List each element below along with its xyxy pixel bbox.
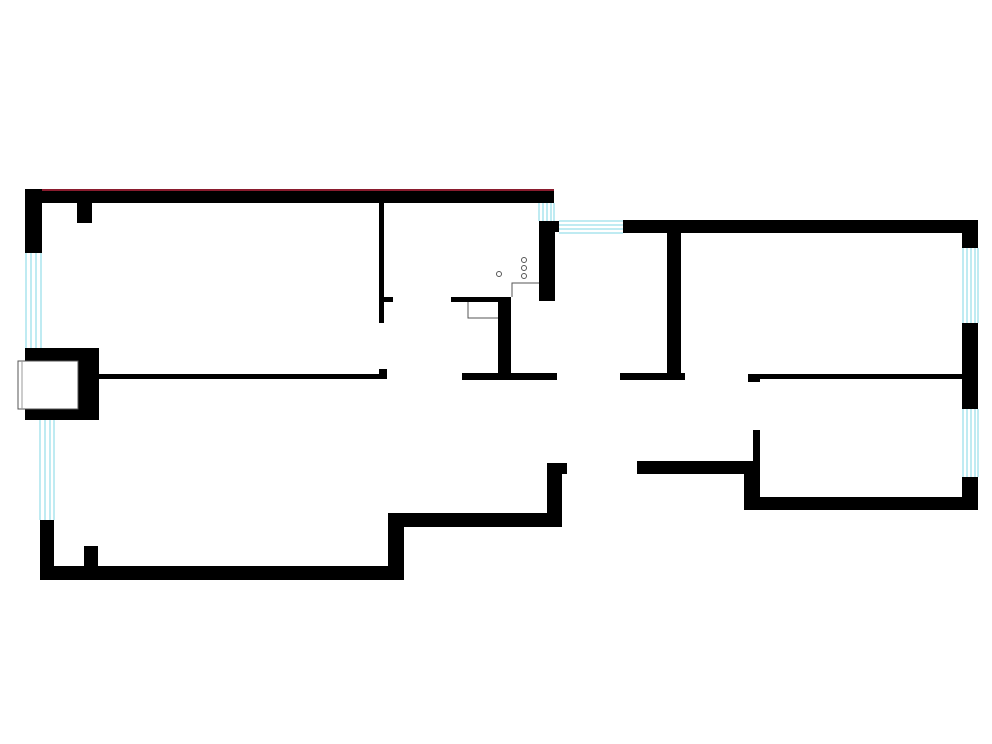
wall-east-middle xyxy=(962,323,978,409)
wall-partition-east-cap xyxy=(748,374,760,382)
wall-partition-west-stub xyxy=(379,297,393,302)
wall-partition-west-end xyxy=(379,369,387,379)
wall-west-lower xyxy=(40,520,54,580)
wall-west-upper xyxy=(25,189,42,253)
east-window-upper xyxy=(962,248,979,323)
corridor-window xyxy=(559,220,623,234)
wall-kitchen-counter xyxy=(451,297,511,302)
wall-top-west-edge xyxy=(25,189,554,191)
wall-kitchen-column xyxy=(498,297,511,377)
wall-east-inner-post xyxy=(753,430,760,474)
wall-partition-east xyxy=(748,374,964,379)
wall-bottom-mid-post xyxy=(547,463,562,527)
sink-icon xyxy=(467,302,498,319)
wall-west-nub xyxy=(77,203,92,223)
wall-east-upper xyxy=(962,220,978,248)
wall-top-west xyxy=(25,189,554,203)
wall-kitchen-east xyxy=(539,221,555,301)
wall-east-step-top xyxy=(637,461,760,474)
wall-corridor-east-base xyxy=(620,373,685,380)
burner-1 xyxy=(496,271,502,277)
wall-partition-west-horizontal xyxy=(99,374,386,379)
wall-top-east xyxy=(623,220,978,233)
wall-bottom-step xyxy=(388,513,404,580)
burner-2 xyxy=(521,257,527,263)
stove-icon xyxy=(496,257,539,297)
wall-kitchen-east-top xyxy=(539,221,559,232)
wall-bottom-west xyxy=(40,566,404,580)
counter-outline xyxy=(511,282,539,297)
wall-bottom-mid xyxy=(388,513,562,527)
wall-kitchen-base xyxy=(462,373,557,380)
burner-4 xyxy=(521,273,527,279)
wall-partition-west-vertical xyxy=(379,203,384,323)
west-window-lower xyxy=(39,420,55,520)
west-window-upper xyxy=(25,253,42,348)
wall-bottom-east xyxy=(744,497,978,510)
balcony-icon xyxy=(17,360,79,410)
wall-bottom-nub xyxy=(84,546,98,566)
east-window-lower xyxy=(962,409,979,477)
burner-3 xyxy=(521,265,527,271)
walls xyxy=(25,189,978,580)
wall-bottom-mid-cap xyxy=(547,463,567,474)
wall-corridor-east-column xyxy=(667,232,681,380)
kitchen-window xyxy=(538,203,555,221)
windows xyxy=(25,203,979,520)
